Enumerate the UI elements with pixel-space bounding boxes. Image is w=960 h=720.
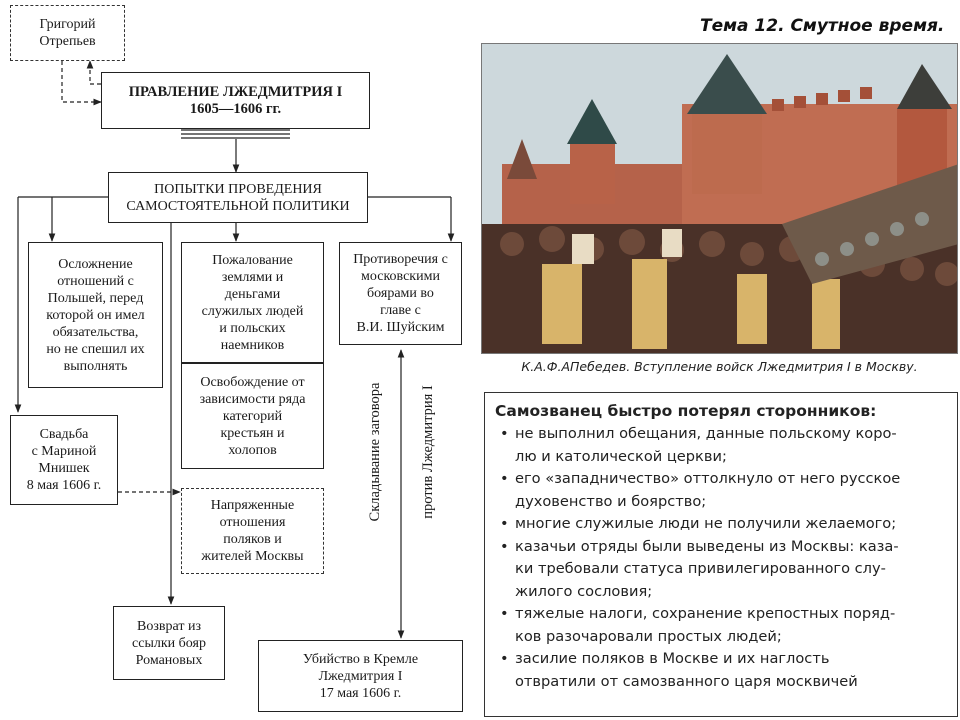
boyars-line-3: боярами во [367, 286, 434, 301]
grants-line-1: Пожалование [212, 252, 293, 268]
conspiracy-label-right: против Лжедмитрия I [420, 385, 436, 519]
romanovs-line-1: Возврат из [137, 618, 201, 634]
poland-relations-box: Осложнение отношений с Польшей, перед ко… [28, 242, 163, 388]
liberation-line-5: холопов [228, 442, 277, 458]
info-heading: Самозванец быстро потерял сторонников: [495, 402, 877, 420]
attempts-box: ПОПЫТКИ ПРОВЕДЕНИЯ САМОСТОЯТЕЛЬНОЙ ПОЛИТ… [108, 172, 368, 223]
reason-item: казачьи отряды были выведены из Москвы: … [495, 536, 947, 604]
wedding-line-3: Мнишек [38, 461, 90, 476]
boyars-line-5: В.И. Шуйским [356, 320, 445, 335]
reason-4-line-3: жилого сословия; [515, 582, 653, 600]
grants-line-2: землями и [221, 269, 284, 285]
liberation-line-2: зависимости ряда [199, 391, 306, 407]
painting-drawing [482, 44, 957, 353]
painting-caption: К.А.Ф.АПебедев. Вступление войск Лжедмит… [521, 359, 918, 374]
attempts-line-1: ПОПЫТКИ ПРОВЕДЕНИЯ [154, 181, 322, 197]
poland-line-2: отношений с [57, 273, 134, 289]
reason-item: тяжелые налоги, сохранение крепостных по… [495, 603, 947, 648]
tension-box: Напряженные отношения поляков и жителей … [181, 488, 324, 574]
grants-box: Пожалование землями и деньгами служилых … [181, 242, 324, 363]
reason-4-line-2: ки требовали статуса привилегированного … [515, 560, 886, 577]
reason-item: многие служилые люди не получили желаемо… [495, 513, 947, 536]
grants-line-5: и польских [219, 320, 286, 336]
tension-line-4: жителей Москвы [201, 549, 304, 564]
romanovs-return-box: Возврат из ссылки бояр Романовых [113, 606, 225, 680]
conspiracy-label-left: Складывание заговора [367, 382, 383, 522]
reason-3-line-1: многие служилые люди не получили желаемо… [515, 515, 897, 532]
tension-line-3: поляков и [223, 532, 282, 547]
reign-years: 1605—1606 гг. [189, 100, 282, 117]
tension-line-1: Напряженные [210, 498, 295, 513]
reason-item: его «западничество» оттолкнуло от него р… [495, 468, 947, 513]
reason-2-line-2: духовенство и боярство; [515, 492, 707, 510]
reason-5-line-1: тяжелые налоги, сохранение крепостных по… [515, 605, 896, 622]
poland-line-4: которой он имел [46, 307, 145, 323]
reason-5-line-2: ков разочаровали простых людей; [515, 627, 782, 645]
topic-title: Тема 12. Смутное время. [700, 16, 945, 36]
poland-line-5: обязательства, [52, 324, 139, 340]
boyars-line-2: московскими [361, 269, 440, 284]
reason-2-line-1: его «западничество» оттолкнуло от него р… [515, 470, 901, 487]
grants-line-3: деньгами [224, 286, 281, 302]
grants-line-6: наемников [220, 337, 285, 353]
reasons-list: не выполнил обещания, данные польскому к… [495, 423, 947, 693]
reign-title: ПРАВЛЕНИЕ ЛЖЕДМИТРИЯ I [128, 83, 343, 100]
otrepyev-line-2: Отрепьев [39, 34, 96, 49]
reason-item: засилие поляков в Москве и их наглость о… [495, 648, 947, 693]
otrepyev-box: Григорий Отрепьев [10, 5, 125, 61]
attempts-line-2: САМОСТОЯТЕЛЬНОЙ ПОЛИТИКИ [126, 198, 350, 214]
murder-box: Убийство в Кремле Лжедмитрия I 17 мая 16… [258, 640, 463, 712]
wedding-box: Свадьба с Мариной Мнишек 8 мая 1606 г. [10, 415, 118, 505]
liberation-line-1: Освобождение от [200, 374, 305, 390]
otrepyev-line-1: Григорий [39, 17, 96, 32]
liberation-line-4: крестьян и [220, 425, 285, 441]
poland-line-6: но не спешил их [46, 341, 145, 357]
liberation-box: Освобождение от зависимости ряда категор… [181, 363, 324, 469]
reason-6-line-2: отвратили от самозванного царя москвичей [515, 672, 858, 690]
wedding-line-1: Свадьба [39, 427, 89, 442]
wedding-line-4: 8 мая 1606 г. [26, 478, 102, 493]
poland-line-1: Осложнение [58, 256, 133, 272]
painting-image [481, 43, 958, 354]
poland-line-7: выполнять [63, 358, 128, 374]
boyars-line-1: Противоречия с [353, 252, 448, 267]
romanovs-line-2: ссылки бояр [132, 635, 206, 651]
romanovs-line-3: Романовых [135, 652, 203, 668]
reason-1-line-1: не выполнил обещания, данные польскому к… [515, 425, 897, 442]
murder-line-1: Убийство в Кремле [302, 651, 419, 667]
reason-6-line-1: засилие поляков в Москве и их наглость [515, 650, 830, 667]
murder-line-2: Лжедмитрия I [318, 668, 403, 684]
tension-line-2: отношения [219, 515, 286, 530]
reason-1-line-2: лю и католической церкви; [515, 447, 727, 465]
supporters-info-box: Самозванец быстро потерял сторонников: н… [484, 392, 958, 717]
liberation-line-3: категорий [222, 408, 283, 424]
reason-item: не выполнил обещания, данные польскому к… [495, 423, 947, 468]
wedding-line-2: с Мариной [31, 444, 97, 459]
grants-line-4: служилых людей [201, 303, 304, 319]
boyars-conflict-box: Противоречия с московскими боярами во гл… [339, 242, 462, 345]
boyars-line-4: главе с [380, 303, 421, 318]
reign-box: ПРАВЛЕНИЕ ЛЖЕДМИТРИЯ I 1605—1606 гг. [101, 72, 370, 129]
murder-line-3: 17 мая 1606 г. [319, 685, 402, 701]
reason-4-line-1: казачьи отряды были выведены из Москвы: … [515, 537, 899, 555]
poland-line-3: Польшей, перед [47, 290, 144, 306]
